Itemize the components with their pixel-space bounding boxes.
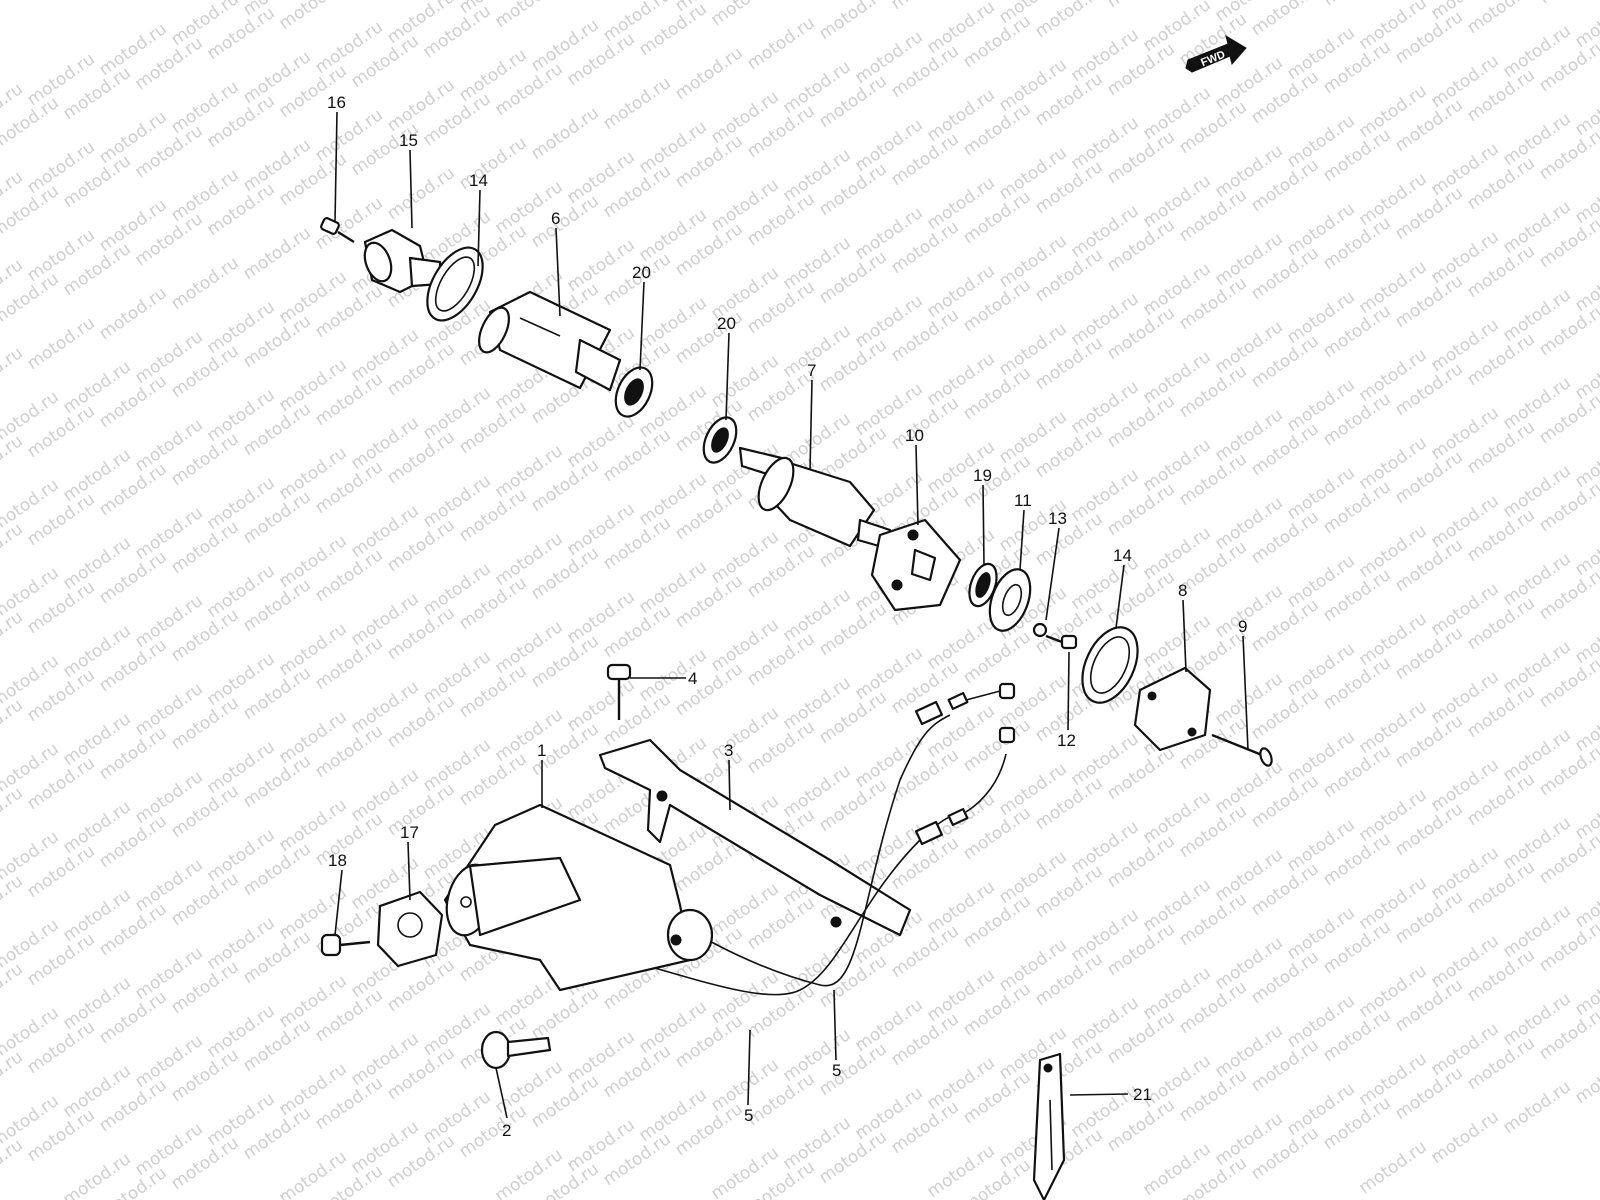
watermark-text: motod.ru (0, 871, 27, 932)
bearing-20-upper-part (614, 366, 654, 418)
bracket-3-part (598, 738, 912, 937)
leader-lines (334, 111, 1249, 1119)
watermark-text: motod.ru (347, 0, 422, 4)
watermark-text: motod.ru (707, 0, 782, 30)
callout-21: 21 (1133, 1085, 1152, 1104)
bearing-20-lower-part (702, 416, 738, 464)
watermark-text: motod.ru (0, 607, 27, 668)
watermark-text: motod.ru (239, 223, 314, 284)
callout-18: 18 (328, 851, 347, 870)
watermark-text: motod.ru (0, 959, 27, 1020)
callout-17: 17 (400, 823, 419, 842)
bolt-9-part (1211, 733, 1273, 767)
callout-2: 2 (502, 1121, 511, 1140)
gear-11-part (988, 568, 1032, 632)
watermark-text: motod.ru (0, 783, 27, 844)
watermark-text: motod.ru (1103, 0, 1178, 12)
watermark-text: motod.ru (1319, 0, 1394, 10)
watermark-text: motod.ru (1571, 1047, 1600, 1108)
washer-13-part (1032, 622, 1048, 638)
callout-1: 1 (537, 741, 546, 760)
watermark-text: motod.ru (383, 163, 458, 224)
watermark-text: motod.ru (95, 283, 170, 344)
watermark-text: motod.ru (815, 0, 890, 44)
watermark-text: motod.ru (599, 73, 674, 134)
watermark-text: motod.ru (887, 0, 962, 14)
watermark-text: motod.ru (671, 43, 746, 104)
watermark-text: motod.ru (1535, 0, 1600, 8)
bolt-4-part (606, 663, 632, 720)
watermark-text: motod.ru (275, 0, 350, 34)
callout-20-upper: 20 (632, 263, 651, 282)
gasket-14-upper-part (426, 246, 484, 322)
callout-10: 10 (905, 426, 924, 445)
callout-6: 6 (551, 209, 560, 228)
callout-13: 13 (1048, 509, 1067, 528)
seal-19-part (968, 562, 998, 608)
cam-10-part (870, 518, 962, 612)
gasket-14-lower-part (1081, 626, 1139, 704)
watermark-text: motod.ru (1463, 0, 1538, 38)
shaft-6-part (478, 290, 622, 392)
watermark-text: motod.ru (1427, 1107, 1502, 1168)
callout-12: 12 (1057, 731, 1076, 750)
watermark-text: motod.ru (1031, 0, 1106, 42)
callout-16-upper: 16 (327, 93, 346, 112)
callout-20-lower: 20 (717, 314, 736, 333)
callout-4: 4 (688, 669, 697, 688)
callout-19: 19 (973, 466, 992, 485)
bolt-16-part (320, 217, 355, 244)
watermark-text: motod.ru (23, 313, 98, 374)
watermark-text: motod.ru (0, 431, 27, 492)
callout-7: 7 (807, 361, 816, 380)
sensor-17-part (376, 890, 444, 968)
watermark-text: motod.ru (0, 695, 27, 756)
watermark-text: motod.ru (0, 1047, 27, 1108)
callout-14-lower: 14 (1113, 546, 1132, 565)
watermark-text: motod.ru (527, 103, 602, 164)
callout-3: 3 (724, 741, 733, 760)
callout-5-left: 5 (744, 1106, 753, 1125)
bolt-12-part (1045, 634, 1078, 650)
callout-8: 8 (1178, 581, 1187, 600)
watermark-text: motod.ru (563, 0, 638, 2)
watermark-text: motod.ru (0, 519, 27, 580)
watermark-text: motod.ru (0, 343, 27, 404)
callout-5-right: 5 (832, 1061, 841, 1080)
watermark-text: motod.ru (455, 133, 530, 194)
callout-11: 11 (1014, 491, 1032, 510)
watermark-text: motod.ru (167, 253, 242, 314)
watermark-text: motod.ru (1247, 0, 1322, 40)
actuator-1-part (443, 803, 714, 992)
callout-14-upper: 14 (469, 171, 488, 190)
callout-15: 15 (399, 131, 418, 150)
watermark-text: motod.ru (743, 13, 818, 74)
fwd-arrow: FWD (1185, 34, 1247, 73)
watermark-text: motod.ru (1499, 1077, 1574, 1138)
bolt-18-part (320, 933, 371, 957)
cover-8-part (1133, 666, 1212, 752)
callout-labels: 16 15 14 6 20 20 7 10 19 11 13 14 8 9 12… (327, 93, 1247, 1140)
watermark-text: motod.ru (0, 1135, 27, 1196)
callout-9: 9 (1238, 617, 1247, 636)
watermark-text: motod.ru (491, 0, 566, 32)
watermark-text: motod.ru (1355, 1137, 1430, 1198)
strap-21-part (1032, 1052, 1066, 1200)
